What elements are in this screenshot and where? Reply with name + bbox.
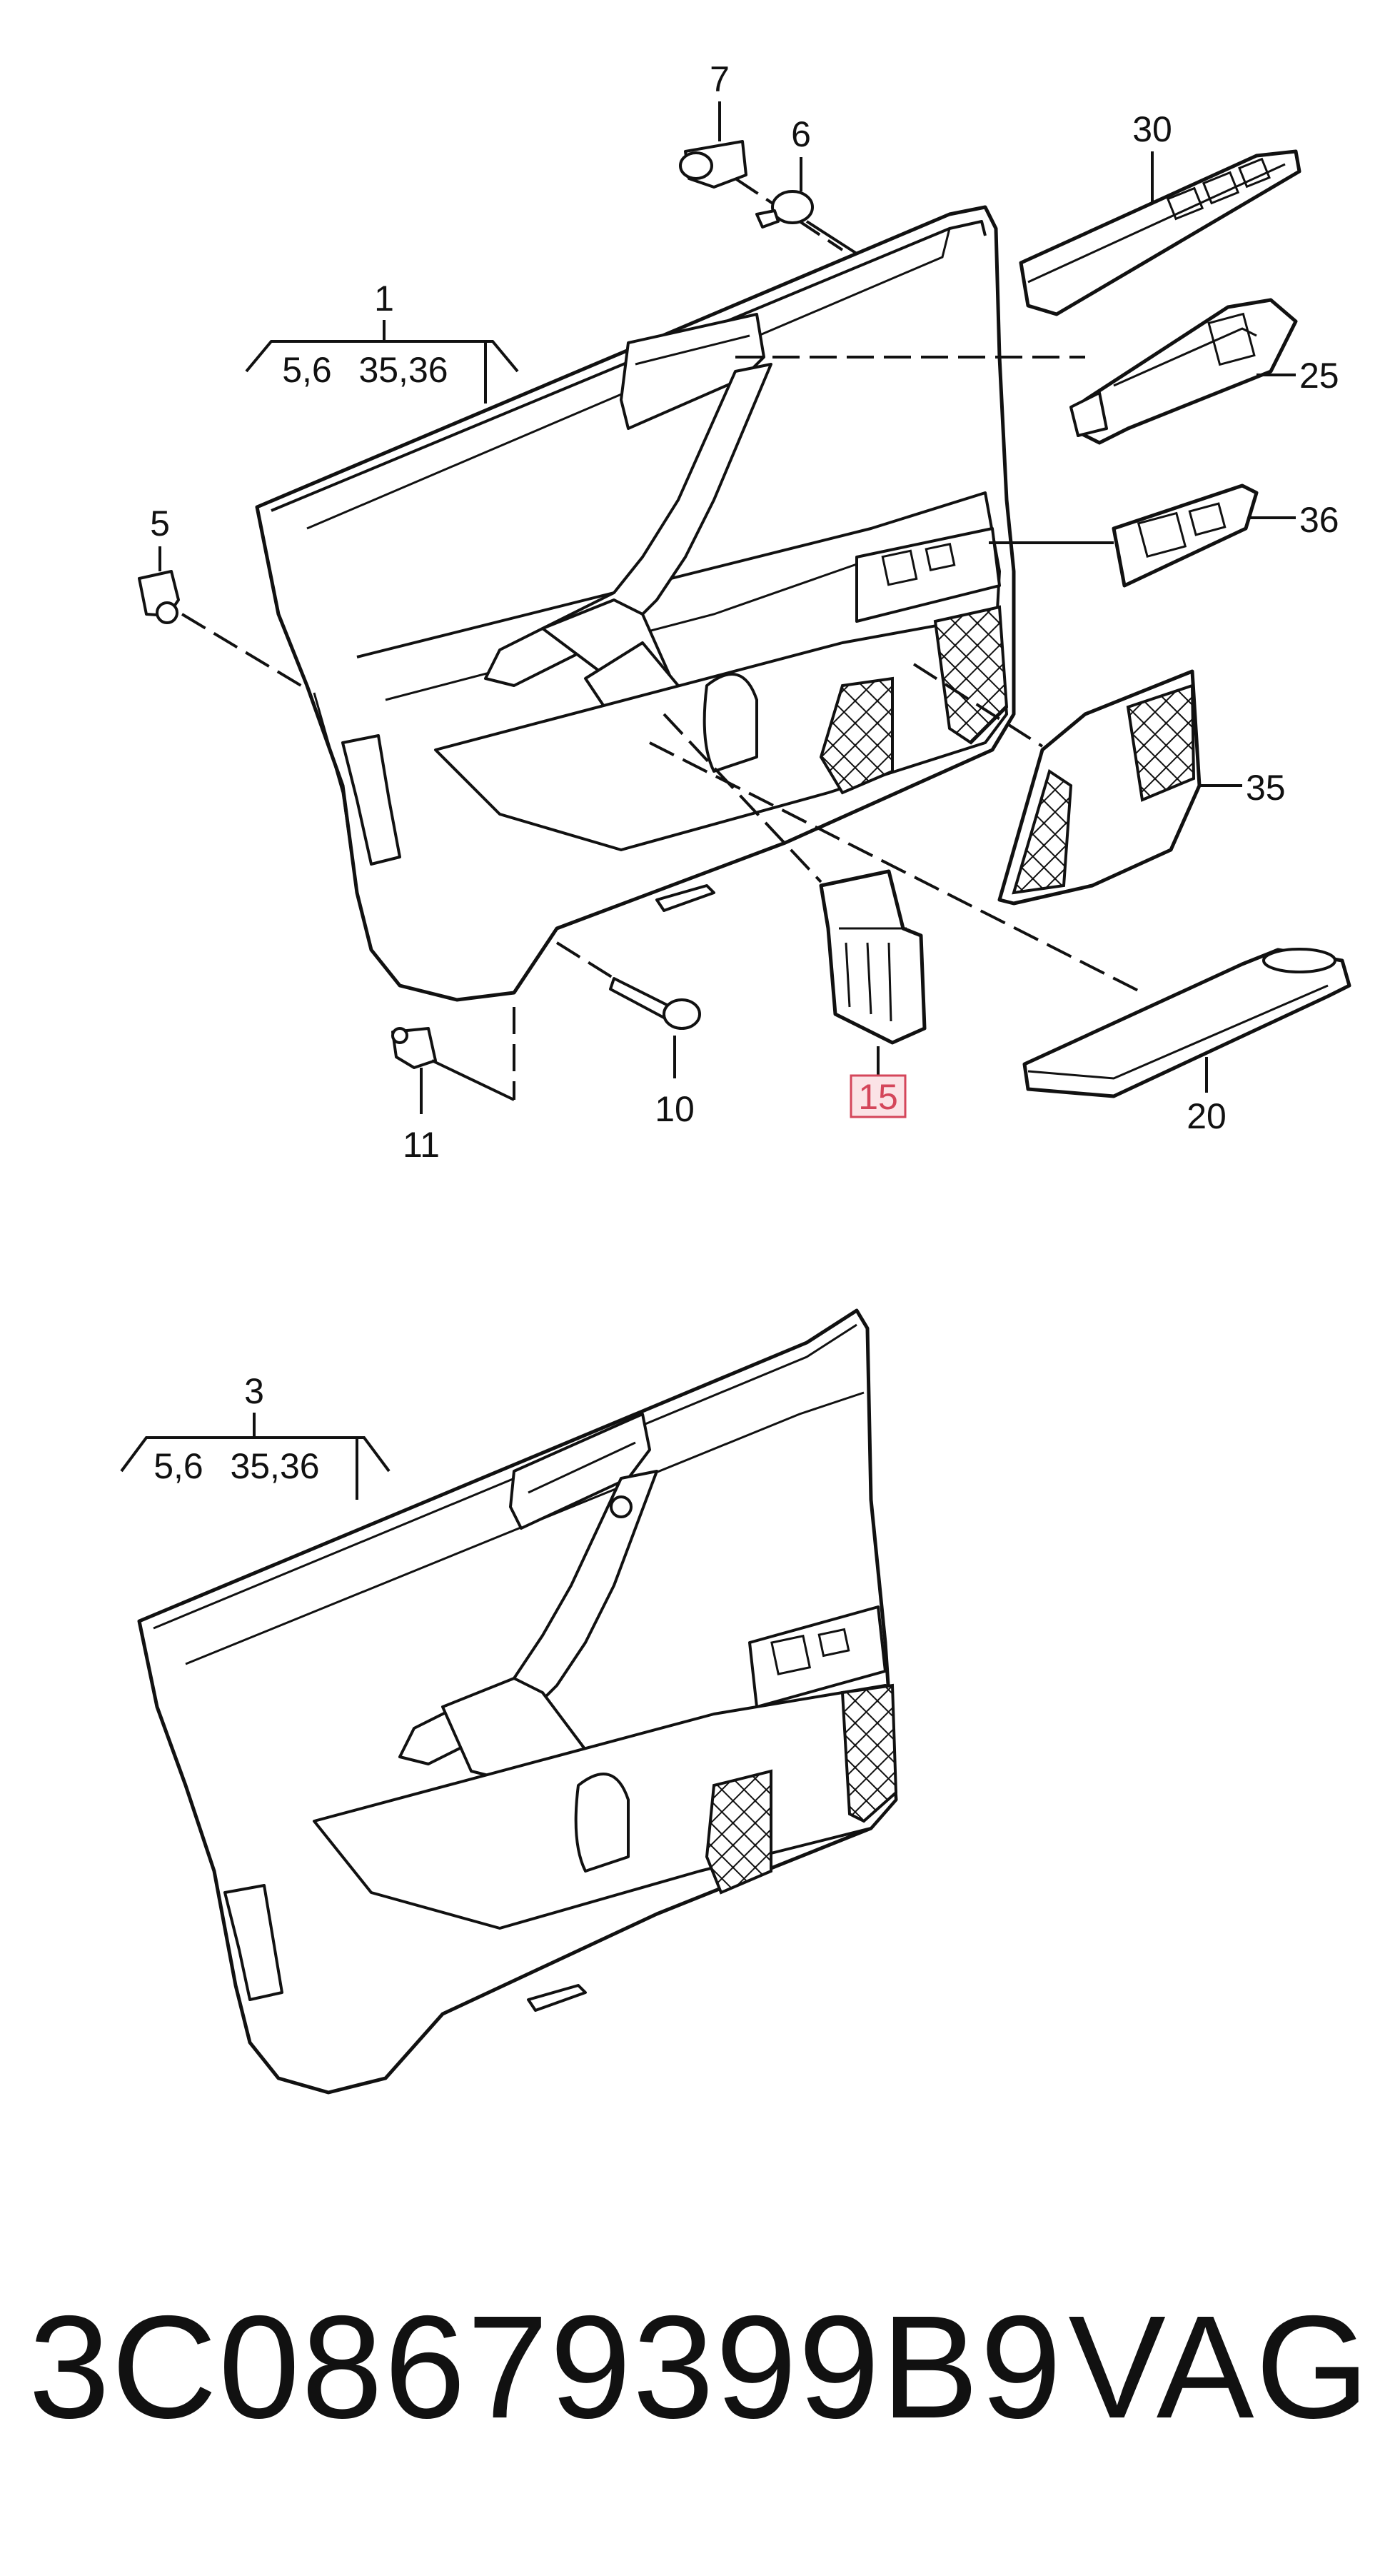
callout-7: 7 [710,59,730,99]
part-36-bezel: 36 [989,483,1339,588]
callout-11: 11 [403,1125,440,1165]
door-panel-3 [137,1308,898,2095]
part-20-armrest: 20 [649,741,1351,1136]
callout-15-highlight [850,1074,907,1118]
callout-1: 1 [374,279,394,319]
callout-20: 20 [1187,1096,1227,1136]
callout-30: 30 [1132,109,1172,149]
part-number: 3C08679399B9 [29,2285,1063,2449]
callout-25: 25 [1299,356,1339,396]
callout-5: 5 [150,503,170,543]
part-25-inner-handle: 25 [735,298,1339,445]
callout-1-sub-left: 5,6 [282,350,332,390]
callout-36: 36 [1299,500,1339,540]
part-6-rivet: 6 [755,114,858,255]
callout-3-sub-left: 5,6 [153,1446,203,1486]
brand-label: VAG [1068,2285,1371,2449]
callout-3-group: 3 5,6 35,36 [120,1371,391,1500]
callout-35: 35 [1246,768,1286,808]
part-11-clip: 11 [391,1007,515,1165]
part-15-holder: 15 [663,713,927,1118]
callout-3-sub-right: 35,36 [230,1446,319,1486]
callout-10: 10 [655,1089,695,1129]
part-30-switch-housing: 30 [1019,109,1301,316]
callout-1-group: 1 5,6 35,36 [245,279,519,404]
part-10-screw: 10 [555,941,701,1129]
callout-1-sub-right: 35,36 [358,350,448,390]
part-35-grille: 35 [912,663,1286,906]
part-5-clip: 5 [138,503,308,691]
door-panel-1 [255,205,1016,1002]
part-7-clip: 7 [679,59,844,251]
callout-3: 3 [244,1371,264,1411]
callout-6: 6 [791,114,811,154]
callout-15: 15 [858,1077,898,1117]
